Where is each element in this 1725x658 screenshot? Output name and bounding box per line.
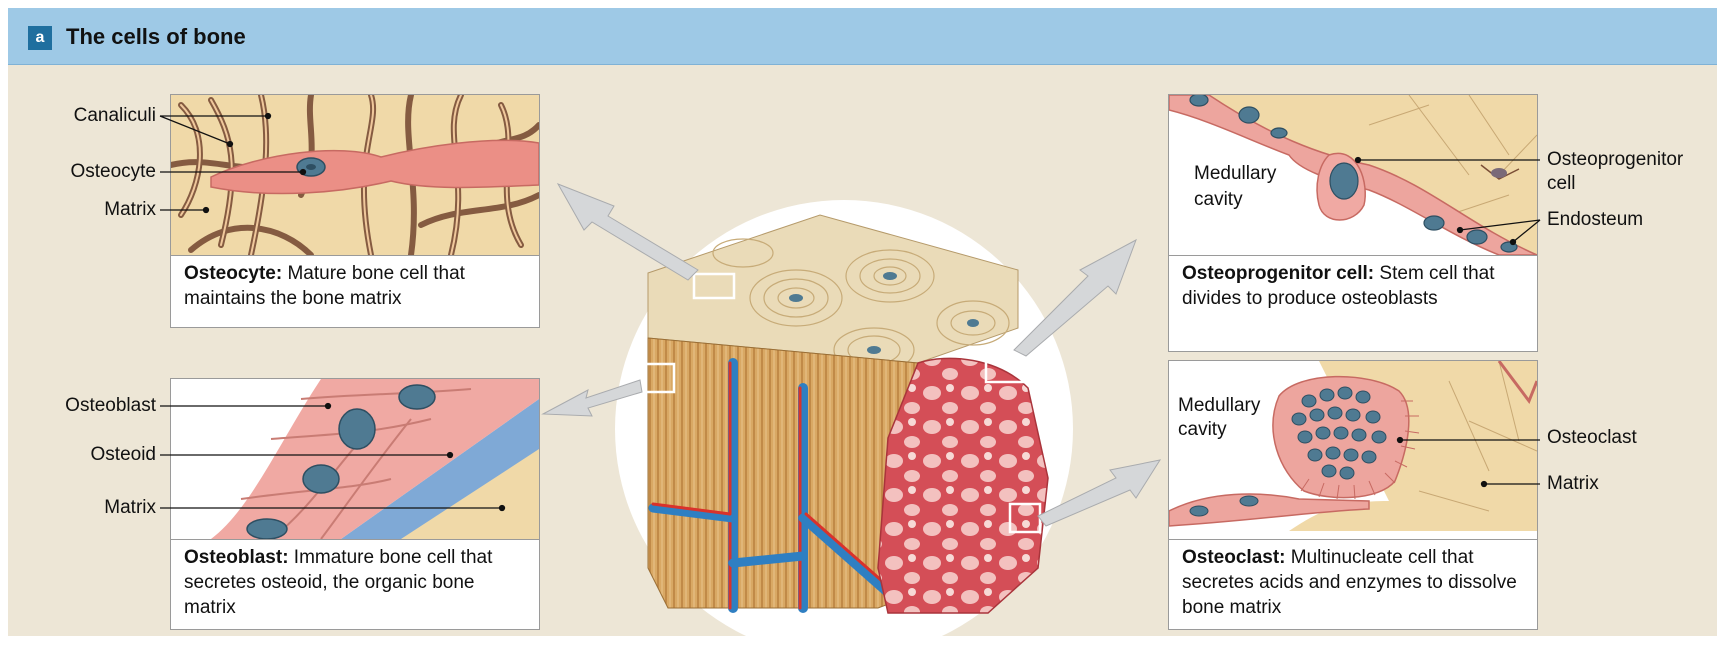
panel-letter-badge: a: [28, 26, 52, 50]
figure-title: The cells of bone: [66, 24, 246, 50]
osteoclast-micrograph: [1169, 361, 1537, 531]
osteoblast-panel: Osteoblast: Immature bone cell that secr…: [170, 378, 540, 630]
label-medullary-cavity-2b: cavity: [1178, 418, 1227, 442]
osteoprogenitor-caption-term: Osteoprogenitor cell:: [1182, 263, 1374, 284]
label-osteoprogenitor-cell-b: cell: [1547, 172, 1576, 196]
label-canaliculi: Canaliculi: [48, 104, 156, 128]
osteoblast-caption-term: Osteoblast:: [184, 547, 289, 568]
figure-stage: a The cells of bone: [8, 8, 1717, 636]
osteoclast-caption-term: Osteoclast:: [1182, 547, 1285, 568]
osteoprogenitor-panel: Osteoprogenitor cell: Stem cell that div…: [1168, 94, 1538, 352]
arrow-to-osteocyte: [558, 184, 698, 280]
label-osteoprogenitor-cell-a: Osteoprogenitor: [1547, 148, 1683, 172]
osteocyte-micrograph: [171, 95, 539, 255]
osteocyte-caption: Osteocyte: Mature bone cell that maintai…: [171, 255, 539, 327]
osteoblast-caption: Osteoblast: Immature bone cell that secr…: [171, 539, 539, 629]
label-endosteum: Endosteum: [1547, 208, 1643, 232]
label-osteoclast: Osteoclast: [1547, 426, 1637, 450]
bone-section-circle: [615, 200, 1073, 658]
label-osteoclast-matrix: Matrix: [1547, 472, 1599, 496]
label-medullary-cavity-1b: cavity: [1194, 188, 1243, 212]
osteoblast-micrograph: [171, 379, 539, 539]
osteocyte-panel: Osteocyte: Mature bone cell that maintai…: [170, 94, 540, 328]
header-bar: a The cells of bone: [8, 8, 1717, 65]
label-osteoblast: Osteoblast: [28, 394, 156, 418]
osteocyte-caption-term: Osteocyte:: [184, 263, 282, 284]
label-osteoblast-matrix: Matrix: [48, 496, 156, 520]
label-medullary-cavity-2a: Medullary: [1178, 394, 1260, 418]
osteoprogenitor-caption: Osteoprogenitor cell: Stem cell that div…: [1169, 255, 1537, 351]
osteoclast-caption: Osteoclast: Multinucleate cell that secr…: [1169, 539, 1537, 629]
label-osteocyte-matrix: Matrix: [48, 198, 156, 222]
label-osteoid: Osteoid: [48, 443, 156, 467]
label-osteocyte: Osteocyte: [28, 160, 156, 184]
label-medullary-cavity-1a: Medullary: [1194, 162, 1276, 186]
